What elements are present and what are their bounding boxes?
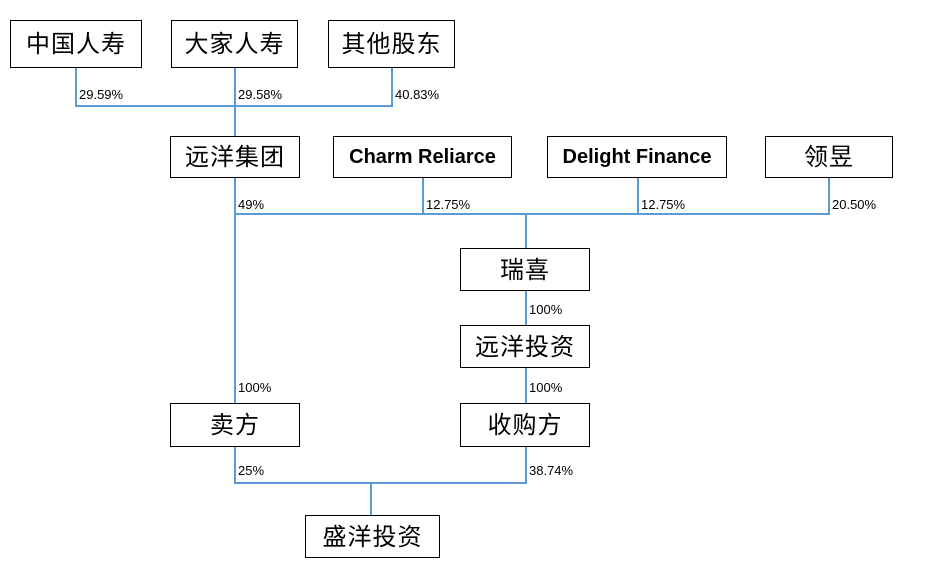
node-sino-ocean-label: 远洋集团 (185, 143, 285, 171)
node-sino-ocean-investment-label: 远洋投资 (475, 332, 575, 361)
edge-label-49: 49% (238, 197, 265, 212)
node-dajia-life[interactable]: 大家人寿 (171, 20, 298, 68)
node-charm-reliarce-label: Charm Reliarce (349, 146, 496, 168)
edge-label-29-58: 29.58% (238, 87, 283, 102)
edge-label-100-seller: 100% (238, 380, 272, 395)
edge-sino-ocean-stub (234, 178, 236, 214)
edge-label-40-83: 40.83% (395, 87, 440, 102)
edge-dajia-life-stub (234, 68, 236, 106)
node-charm-reliarce[interactable]: Charm Reliarce (333, 136, 512, 178)
node-other-holders-label: 其他股东 (341, 30, 442, 58)
node-ruixi[interactable]: 瑞喜 (460, 248, 590, 291)
edge-label-12-75-a: 12.75% (426, 197, 471, 212)
edge-other-holders-stub (391, 68, 393, 106)
node-china-life[interactable]: 中国人寿 (10, 20, 142, 68)
edge-trunk-tier1-drop (234, 105, 236, 136)
edge-label-12-75-b: 12.75% (641, 197, 686, 212)
edge-trunk-tier2-drop (525, 213, 527, 249)
node-shengyang-investment-label: 盛洋投资 (322, 522, 423, 551)
node-acquirer-label: 收购方 (487, 411, 563, 439)
edge-acquirer-stub (525, 447, 527, 483)
edge-label-100-ruixi: 100% (529, 302, 563, 317)
edge-trunk-tier2 (234, 213, 830, 215)
node-ruixi-label: 瑞喜 (500, 255, 550, 284)
node-other-holders[interactable]: 其他股东 (328, 20, 455, 68)
edge-label-29-59: 29.59% (79, 87, 124, 102)
edge-charm-reliarce-stub (422, 178, 424, 214)
node-seller[interactable]: 卖方 (170, 403, 300, 447)
node-seller-label: 卖方 (210, 411, 260, 439)
edge-label-100-acquirer: 100% (529, 380, 563, 395)
edge-seller-stub (234, 447, 236, 483)
node-lingyu[interactable]: 领昱 (765, 136, 893, 178)
node-acquirer[interactable]: 收购方 (460, 403, 590, 447)
node-dajia-life-label: 大家人寿 (184, 30, 285, 58)
node-china-life-label: 中国人寿 (26, 30, 126, 58)
edge-sino-ocean-inv-to-acquirer (525, 368, 527, 404)
edge-trunk-bottom (234, 482, 527, 484)
node-sino-ocean-investment[interactable]: 远洋投资 (460, 325, 590, 368)
edge-china-life-stub (75, 68, 77, 106)
edge-label-38-74: 38.74% (529, 463, 574, 478)
edge-label-20-50: 20.50% (832, 197, 877, 212)
edge-sino-ocean-to-seller (234, 213, 236, 404)
node-shengyang-investment[interactable]: 盛洋投资 (305, 515, 440, 558)
edge-ruixi-to-sino-ocean-inv (525, 291, 527, 326)
edge-trunk-bottom-drop (370, 482, 372, 516)
node-delight-finance[interactable]: Delight Finance (547, 136, 727, 178)
node-sino-ocean[interactable]: 远洋集团 (170, 136, 300, 178)
edge-lingyu-stub (828, 178, 830, 214)
node-delight-finance-label: Delight Finance (562, 146, 712, 168)
edge-label-25: 25% (238, 463, 265, 478)
edge-delight-finance-stub (637, 178, 639, 214)
node-lingyu-label: 领昱 (804, 143, 854, 171)
